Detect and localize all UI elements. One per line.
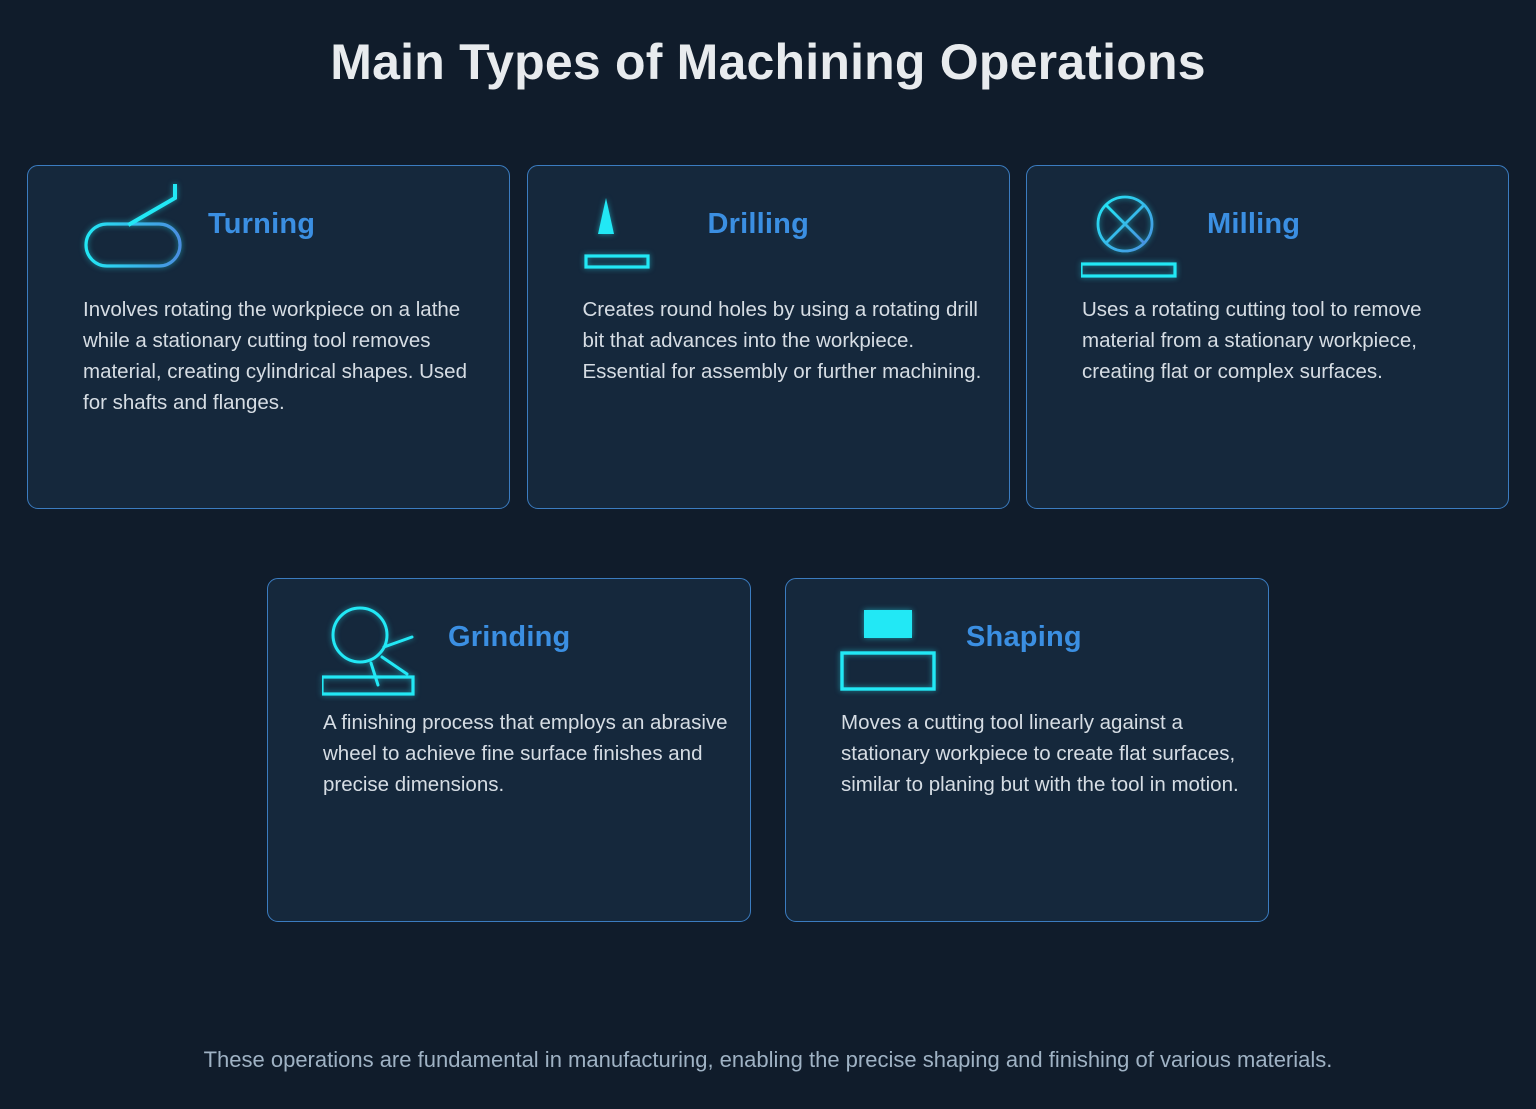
card-description-shaping: Moves a cutting tool linearly against a … — [841, 711, 1239, 796]
card-title-drilling: Drilling — [707, 208, 809, 240]
card-description-grinding: A finishing process that employs an abra… — [323, 711, 728, 796]
card-turning[interactable]: Turning Involves rotating the workpiece … — [27, 165, 510, 509]
milling-cutter-icon — [1081, 184, 1191, 284]
drill-bit-icon — [582, 184, 692, 284]
card-shaping[interactable]: Shaping Moves a cutting tool linearly ag… — [785, 578, 1269, 922]
lathe-workpiece-icon — [82, 184, 192, 284]
card-grinding[interactable]: Grinding A finishing process that employ… — [267, 578, 751, 922]
card-header: Turning — [28, 166, 509, 286]
card-description-drilling: Creates round holes by using a rotating … — [582, 298, 982, 383]
card-row-top: Turning Involves rotating the workpiece … — [27, 165, 1509, 509]
card-drilling[interactable]: Drilling Creates round holes by using a … — [526, 165, 1010, 509]
grinding-wheel-icon — [322, 597, 432, 697]
card-title-turning: Turning — [208, 208, 316, 240]
card-description-turning: Involves rotating the workpiece on a lat… — [83, 298, 467, 414]
card-row-bottom: Grinding A finishing process that employ… — [267, 578, 1269, 922]
card-header: Grinding — [268, 579, 750, 699]
card-header: Milling — [1027, 166, 1508, 286]
shaping-tool-icon — [840, 597, 950, 697]
card-title-grinding: Grinding — [448, 621, 571, 653]
card-header: Shaping — [786, 579, 1268, 699]
footer-note: These operations are fundamental in manu… — [203, 1047, 1333, 1072]
card-description-milling: Uses a rotating cutting tool to remove m… — [1082, 298, 1422, 383]
page-title: Main Types of Machining Operations — [330, 34, 1206, 90]
card-milling[interactable]: Milling Uses a rotating cutting tool to … — [1026, 165, 1509, 509]
card-header: Drilling — [528, 166, 1009, 286]
card-title-milling: Milling — [1207, 208, 1301, 240]
card-title-shaping: Shaping — [966, 621, 1082, 653]
